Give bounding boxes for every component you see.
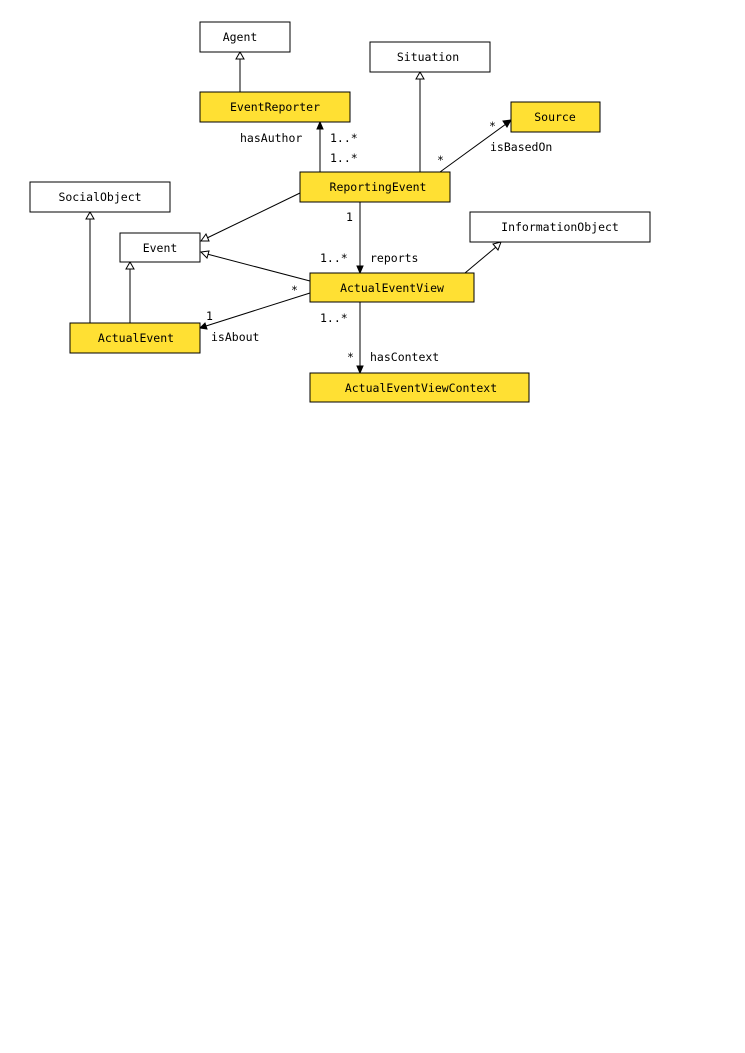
association-is-based-on [439,119,512,173]
reports-label: reports [370,251,418,265]
class-event: Event [119,232,201,263]
generalization-actualeventview-informationobject [464,241,502,274]
reports-source-multiplicity: 1 [346,210,353,224]
generalization-reportingevent-situation [415,70,425,172]
class-source-label: Source [534,110,576,124]
class-agent: Agent [199,21,291,53]
is-about-label: isAbout [211,330,259,344]
class-social-object-label: SocialObject [58,190,141,204]
generalization-reportingevent-event [200,192,301,242]
class-situation: Situation [369,41,491,73]
class-actual-event-view: ActualEventView [309,272,475,303]
is-based-on-label: isBasedOn [490,140,552,154]
generalization-actualeventview-event [199,250,311,282]
class-event-reporter-label: EventReporter [230,100,320,114]
has-author-label: hasAuthor [240,131,302,145]
association-has-author [316,120,324,172]
generalization-actualevent-event [125,260,135,323]
class-reporting-event-label: ReportingEvent [330,180,427,194]
class-social-object: SocialObject [29,181,171,213]
has-context-source-multiplicity: 1..* [320,311,348,325]
class-event-reporter: EventReporter [199,91,351,123]
class-information-object: InformationObject [469,211,651,243]
is-about-source-multiplicity: * [291,283,298,297]
class-event-label: Event [143,241,178,255]
association-has-context [356,302,364,375]
association-reports [356,202,364,275]
class-information-object-label: InformationObject [501,220,619,234]
class-situation-label: Situation [397,50,459,64]
is-based-on-target-multiplicity: * [489,119,496,133]
class-actual-event: ActualEvent [69,322,201,354]
class-actual-event-view-label: ActualEventView [340,281,444,295]
has-author-target-multiplicity: 1..* [330,131,358,145]
class-actual-event-view-context: ActualEventViewContext [309,372,530,403]
is-about-target-multiplicity: 1 [206,309,213,323]
generalization-eventreporter-agent [235,50,245,92]
association-is-about [198,292,311,330]
has-author-source-multiplicity: 1..* [330,151,358,165]
reports-target-multiplicity: 1..* [320,251,348,265]
has-context-target-multiplicity: * [347,350,354,364]
class-source: Source [510,101,601,133]
class-actual-event-view-context-label: ActualEventViewContext [345,381,497,395]
is-based-on-source-multiplicity: * [437,153,444,167]
generalization-actualevent-socialobject [85,210,95,323]
class-agent-label: Agent [223,30,258,44]
class-reporting-event: ReportingEvent [299,171,451,203]
has-context-label: hasContext [370,350,439,364]
class-actual-event-label: ActualEvent [98,331,174,345]
